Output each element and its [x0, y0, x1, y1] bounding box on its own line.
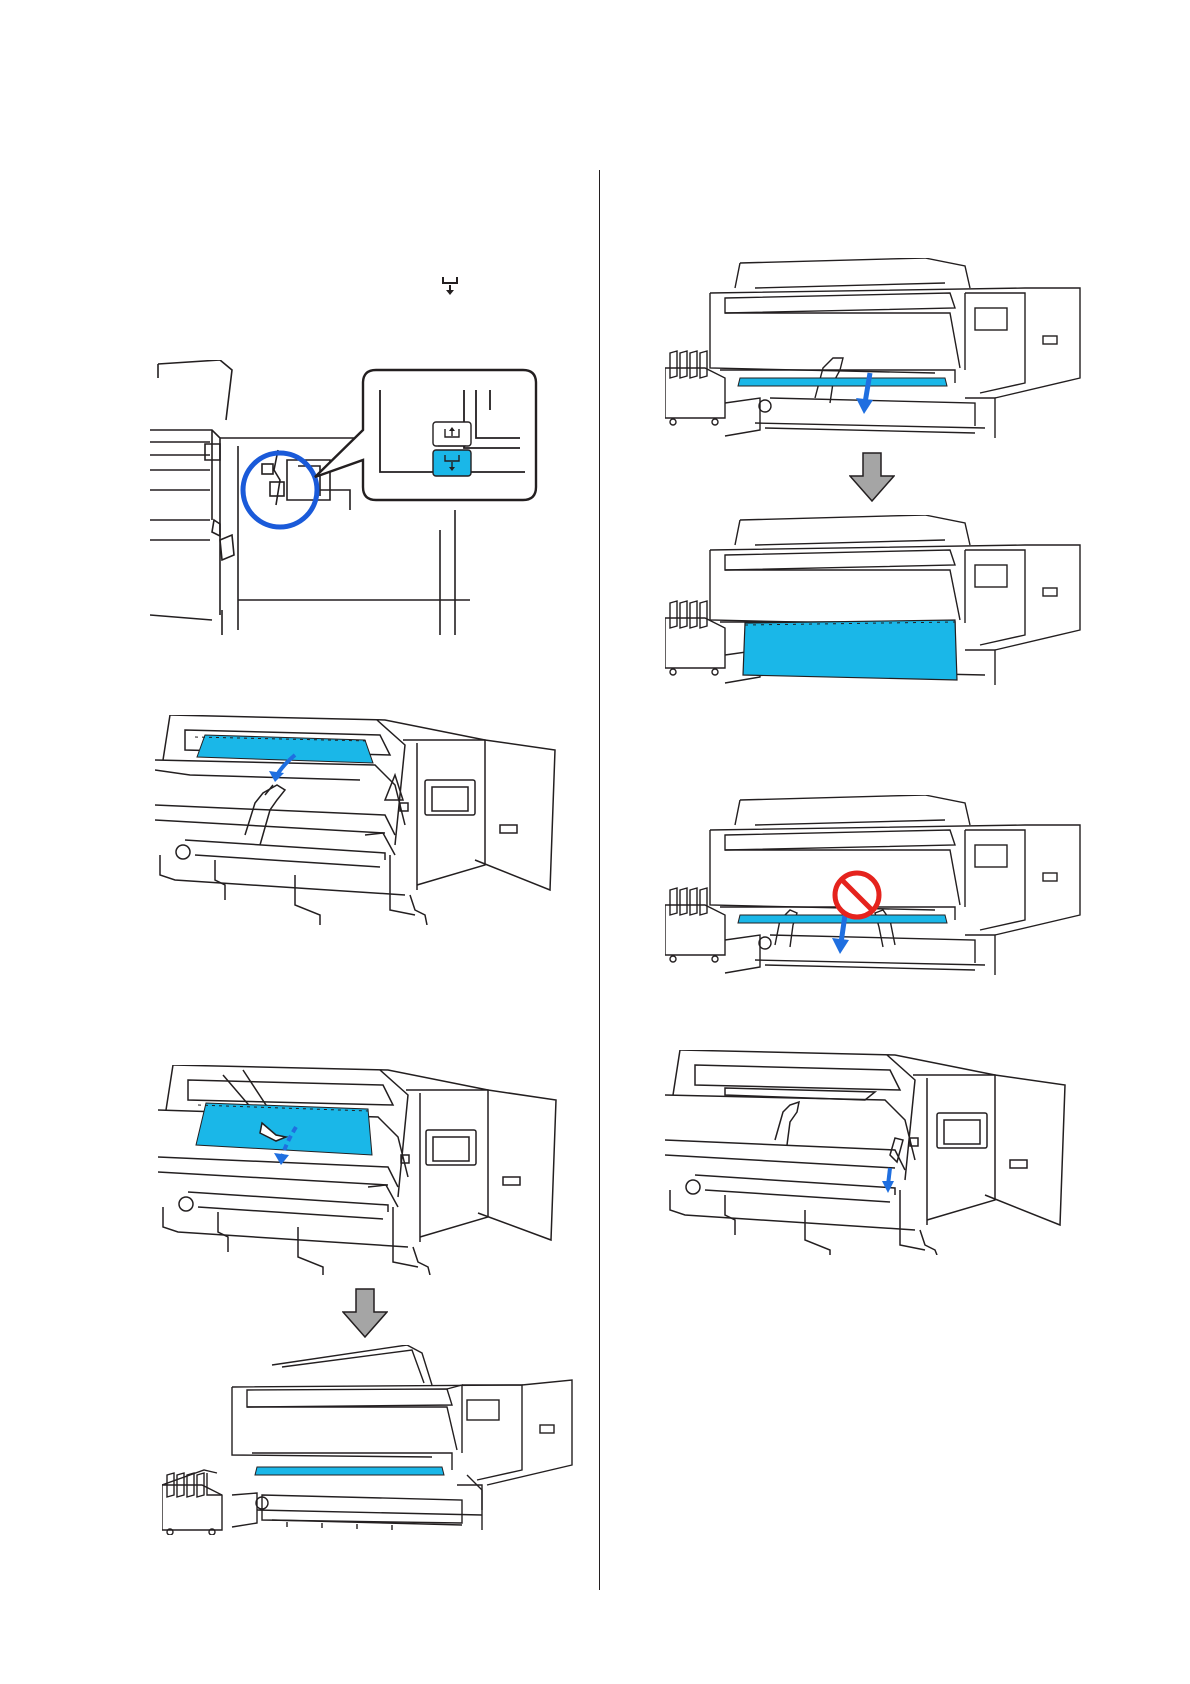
fig-pull-media-front	[155, 715, 565, 925]
fig-lower-load-lever	[665, 1050, 1075, 1255]
media-down-button-icon	[432, 449, 472, 477]
fig-control-panel-zoom	[150, 360, 580, 635]
fig-pull-media-down	[665, 258, 1085, 448]
gray-down-arrow-icon	[342, 1288, 388, 1338]
fig-slide-media-down-open-cover	[158, 1065, 563, 1275]
column-divider	[599, 170, 600, 1590]
fig-media-hanging-full	[665, 515, 1085, 690]
gray-down-arrow-icon	[849, 452, 895, 502]
media-up-button-icon	[432, 421, 472, 447]
media-feed-down-icon	[441, 275, 459, 297]
fig-printer-overview-cover-open	[162, 1345, 577, 1535]
prohibited-icon	[831, 869, 883, 921]
